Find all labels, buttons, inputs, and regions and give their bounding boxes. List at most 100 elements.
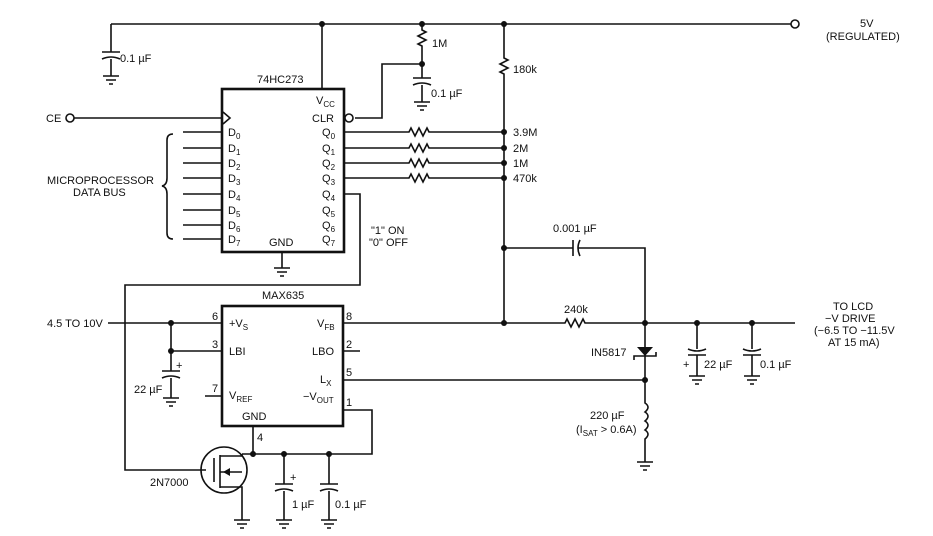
junction bbox=[501, 145, 507, 151]
q-pin-label: Q7 bbox=[322, 234, 336, 248]
output-label-4: AT 15 mA) bbox=[828, 337, 880, 349]
input-label: 4.5 TO 10V bbox=[47, 318, 104, 330]
svg-text:+: + bbox=[290, 472, 296, 484]
svg-text:22 µF: 22 µF bbox=[134, 384, 163, 396]
capacitor-top-left: 0.1 µF bbox=[101, 24, 152, 85]
resistor-180k: 180k bbox=[498, 24, 537, 322]
output-label-2: −V DRIVE bbox=[825, 313, 875, 325]
d-pin-label: D6 bbox=[228, 220, 241, 234]
capacitor-1uf: + 1 µF bbox=[274, 454, 315, 529]
q-pin-label: Q3 bbox=[322, 173, 336, 187]
ce-terminal bbox=[65, 113, 75, 123]
ground-icon bbox=[274, 252, 290, 277]
junction bbox=[501, 320, 507, 326]
diode-in5817: IN5817 bbox=[591, 323, 657, 380]
q-resistor-label: 1M bbox=[513, 158, 528, 170]
clr-bubble-icon bbox=[344, 113, 354, 123]
ic-74hc273: 74HC273 VCC CLR GND bbox=[220, 74, 354, 277]
svg-text:1M: 1M bbox=[432, 38, 447, 50]
d-pin-label: D2 bbox=[228, 158, 241, 172]
junction bbox=[250, 451, 256, 457]
svg-text:6: 6 bbox=[212, 311, 218, 323]
q-resistor bbox=[344, 126, 504, 138]
svg-text:3: 3 bbox=[212, 339, 218, 351]
ic-max635: MAX635 +VS LBI VREF GND VFB LBO LX −VOUT… bbox=[212, 290, 352, 444]
q-pin-label: Q4 bbox=[322, 189, 336, 203]
svg-text:VFB: VFB bbox=[317, 318, 335, 332]
ce-label: CE bbox=[46, 113, 61, 125]
svg-text:VCC: VCC bbox=[316, 95, 335, 109]
q4-note-off: "0" OFF bbox=[369, 237, 408, 249]
svg-text:0.1 µF: 0.1 µF bbox=[335, 499, 367, 511]
capacitor-clr: 0.1 µF bbox=[412, 64, 463, 111]
q-pin-label: Q5 bbox=[322, 205, 336, 219]
bus-brace bbox=[161, 133, 174, 240]
q-resistor bbox=[344, 157, 504, 169]
junction bbox=[319, 21, 325, 27]
q-resistor-label: 3.9M bbox=[513, 127, 537, 139]
svg-text:22 µF: 22 µF bbox=[704, 359, 733, 371]
svg-text:LBO: LBO bbox=[312, 346, 334, 358]
svg-text:GND: GND bbox=[242, 411, 267, 423]
svg-text:(ISAT > 0.6A): (ISAT > 0.6A) bbox=[576, 424, 637, 438]
svg-text:CLR: CLR bbox=[312, 113, 334, 125]
supply-terminal bbox=[790, 19, 800, 29]
svg-text:0.1 µF: 0.1 µF bbox=[431, 88, 463, 100]
clock-triangle-icon bbox=[222, 111, 232, 125]
supply-label: 5V bbox=[860, 18, 874, 30]
svg-text:180k: 180k bbox=[513, 64, 537, 76]
svg-text:1: 1 bbox=[346, 397, 352, 409]
svg-text:IN5817: IN5817 bbox=[591, 347, 626, 359]
supply-note: (REGULATED) bbox=[826, 31, 900, 43]
svg-text:0.1 µF: 0.1 µF bbox=[760, 359, 792, 371]
feedback-output-wire bbox=[343, 317, 795, 329]
capacitor-0.001uf: 0.001 µF bbox=[504, 223, 646, 323]
svg-text:8: 8 bbox=[346, 311, 352, 323]
q-pin-label: Q2 bbox=[322, 158, 336, 172]
svg-text:7: 7 bbox=[212, 383, 218, 395]
capacitor-output-22uf: + 22 µF bbox=[683, 323, 733, 385]
svg-text:0.001 µF: 0.001 µF bbox=[553, 223, 597, 235]
q-pin-label: Q1 bbox=[322, 143, 336, 157]
svg-text:−VOUT: −VOUT bbox=[303, 391, 334, 405]
capacitor-input-22uf: + 22 µF bbox=[134, 351, 182, 407]
capacitor-vout-0.1uf: 0.1 µF bbox=[319, 454, 367, 529]
svg-text:VREF: VREF bbox=[229, 390, 252, 404]
q-resistor-label: 2M bbox=[513, 143, 528, 155]
q-pin-label: Q6 bbox=[322, 220, 336, 234]
q-resistor bbox=[344, 172, 504, 184]
svg-text:4: 4 bbox=[257, 432, 263, 444]
svg-text:220 µF: 220 µF bbox=[590, 410, 625, 422]
capacitor-output-0.1uf: 0.1 µF bbox=[742, 323, 792, 385]
q-resistor-label: 470k bbox=[513, 173, 537, 185]
svg-text:5: 5 bbox=[346, 367, 352, 379]
junction bbox=[501, 129, 507, 135]
d-pin-label: D7 bbox=[228, 234, 241, 248]
svg-text:GND: GND bbox=[269, 237, 294, 249]
svg-text:1 µF: 1 µF bbox=[292, 499, 315, 511]
bus-label-1: MICROPROCESSOR bbox=[47, 175, 154, 187]
d-pin-label: D0 bbox=[228, 127, 241, 141]
svg-text:LBI: LBI bbox=[229, 346, 246, 358]
q4-enable-wire bbox=[124, 193, 361, 471]
svg-text:2N7000: 2N7000 bbox=[150, 477, 189, 489]
svg-text:LX: LX bbox=[320, 374, 332, 388]
output-label-1: TO LCD bbox=[833, 301, 873, 313]
svg-text:+: + bbox=[683, 359, 689, 371]
resistor-240k-label: 240k bbox=[564, 304, 588, 316]
junction bbox=[501, 160, 507, 166]
d-pin-label: D5 bbox=[228, 205, 241, 219]
svg-text:MAX635: MAX635 bbox=[262, 290, 304, 302]
svg-text:2: 2 bbox=[346, 339, 352, 351]
d-pin-label: D4 bbox=[228, 189, 241, 203]
mosfet-2n7000: 2N7000 bbox=[150, 446, 250, 529]
svg-text:+VS: +VS bbox=[229, 318, 248, 332]
q-pin-label: Q0 bbox=[322, 127, 336, 141]
output-label-3: (−6.5 TO −11.5V bbox=[814, 325, 895, 337]
inductor-220: 220 µF (ISAT > 0.6A) bbox=[576, 380, 653, 471]
q-resistor bbox=[344, 142, 504, 154]
d-pin-label: D3 bbox=[228, 173, 241, 187]
d-pin-label: D1 bbox=[228, 143, 241, 157]
q4-note-on: "1" ON bbox=[371, 225, 405, 237]
